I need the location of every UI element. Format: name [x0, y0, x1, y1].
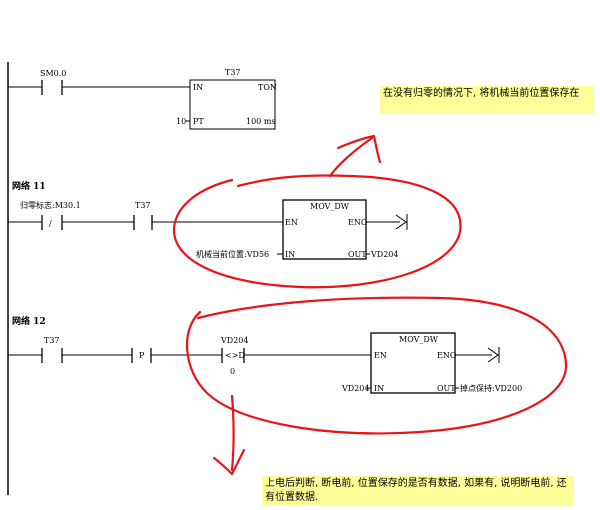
- n11-title: 网络 11: [12, 180, 46, 192]
- n11-ellipse-annotation: [172, 174, 462, 289]
- n12-mov-box[interactable]: [370, 332, 456, 394]
- n10-pt: PT: [193, 117, 204, 126]
- n12-out: OUT: [437, 384, 456, 393]
- n11-mov-box[interactable]: [282, 199, 367, 260]
- n11-in-label: 机械当前位置:VD56: [196, 249, 269, 259]
- n12-box-name: MOV_DW: [399, 335, 439, 344]
- n12-in-label: VD204: [341, 384, 369, 393]
- down-arrow-annotation: [230, 394, 235, 472]
- red-annotations: [172, 134, 568, 476]
- n11-eno: ENO: [348, 218, 368, 227]
- up-arrow-annotation: [328, 136, 374, 178]
- n11-out: OUT: [348, 250, 367, 259]
- n10-timer-base: 100 ms: [246, 117, 276, 126]
- n12-en: EN: [374, 351, 387, 360]
- n12-compare-bottom: 0: [230, 367, 235, 376]
- n12-compare-op: <>D: [225, 351, 245, 360]
- n11-en: EN: [285, 218, 298, 227]
- n11-out-label: VD204: [370, 250, 398, 259]
- note-bottom: 上电后判断, 断电前, 位置保存的是否有数据, 如果有, 说明断电前, 还有位置…: [262, 476, 574, 506]
- n11-contact1-label: 归零标志:M30.1: [20, 200, 81, 210]
- n12-in: IN: [374, 384, 384, 393]
- n11-output-arrow: [395, 214, 407, 230]
- n10-timer-box[interactable]: [189, 79, 276, 130]
- network-10: SM0.0 T37 IN TON 10 PT 100 ms: [8, 68, 277, 130]
- n12-output-arrow: [487, 347, 499, 363]
- n10-timer-ton: TON: [258, 83, 277, 92]
- n11-in: IN: [285, 250, 295, 259]
- network-12: 网络 12 T37 P VD204 <>D 0 MOV_DW EN ENO VD…: [8, 315, 522, 394]
- n11-contact2-label: T37: [135, 201, 151, 210]
- n12-title: 网络 12: [12, 315, 46, 327]
- n10-pt-value: 10: [176, 117, 186, 126]
- n11-contact1-not: /: [49, 219, 52, 228]
- n12-contact1-label: T37: [44, 336, 60, 345]
- n10-contact1-label: SM0.0: [40, 69, 66, 78]
- n10-timer-name: T37: [225, 68, 241, 77]
- n12-compare-top: VD204: [220, 336, 248, 345]
- n11-box-name: MOV_DW: [310, 202, 350, 211]
- n12-ellipse-annotation: [186, 296, 568, 435]
- n10-timer-in: IN: [193, 83, 203, 92]
- n12-out-label: 掉点保持:VD200: [460, 383, 522, 393]
- n12-contact2-label: P: [139, 351, 145, 360]
- note-top: 在没有归零的情况下, 将机械当前位置保存在: [380, 86, 594, 114]
- network-11: 网络 11 归零标志:M30.1 / T37 MOV_DW EN ENO 机械当…: [8, 180, 408, 260]
- n12-eno: ENO: [437, 351, 457, 360]
